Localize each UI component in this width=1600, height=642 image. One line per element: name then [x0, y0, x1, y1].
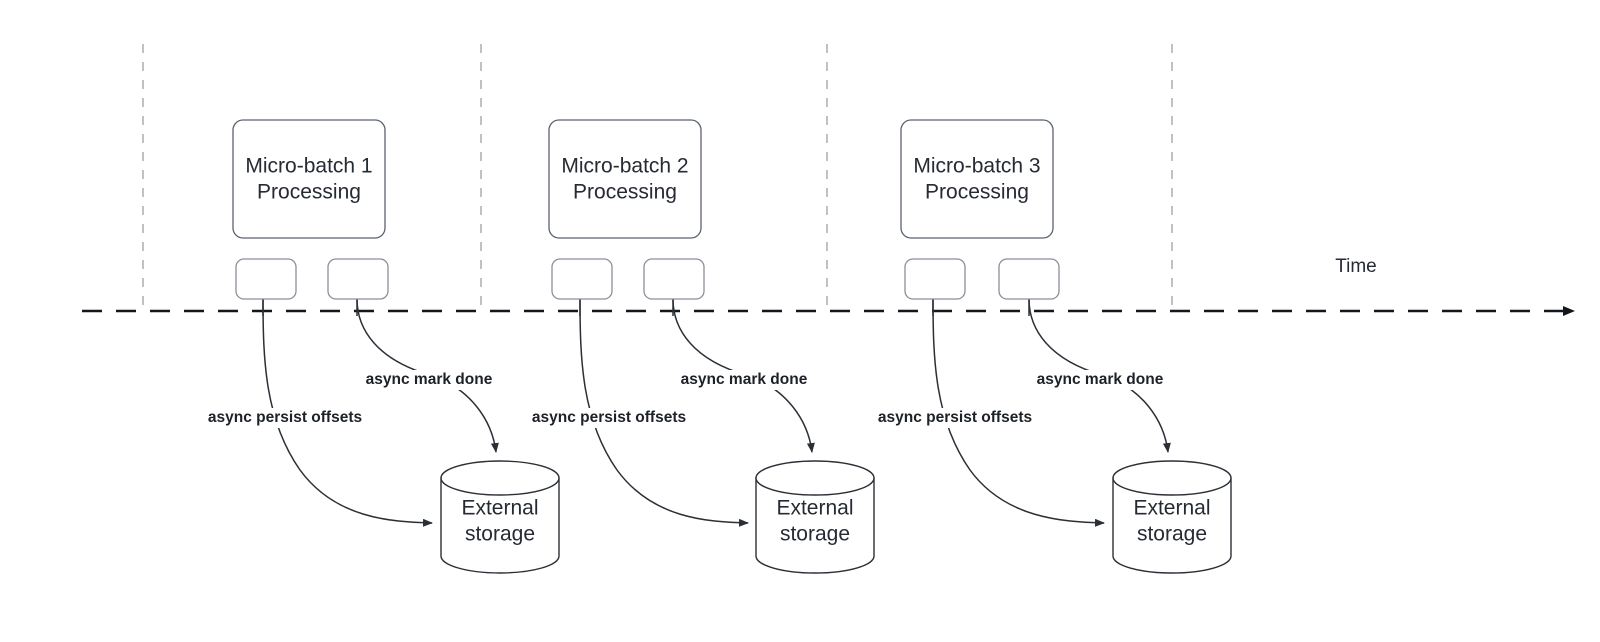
node-batch-3[interactable]: Micro-batch 3 Processing: [900, 119, 1054, 239]
edge-label-markdone-3: async mark done: [1037, 371, 1164, 388]
cylinder-top-storage-3: [1112, 460, 1232, 496]
gridlines-group: [142, 44, 1173, 311]
cylinder-top-storage-1: [440, 460, 560, 496]
edge-label-backdrop-persist-2: [518, 408, 700, 428]
node-label-line1-batch-3: Micro-batch 3: [913, 155, 1040, 178]
edge-label-backdrop-persist-3: [864, 408, 1046, 428]
tick-box-tick-1b[interactable]: [327, 258, 389, 300]
node-label-line1-batch-2: Micro-batch 2: [561, 155, 688, 178]
edge-label-backdrop-markdone-1: [364, 370, 494, 390]
node-storage-2[interactable]: External storage: [755, 460, 875, 574]
edge-label-backdrop-persist-1: [194, 408, 376, 428]
edge-label-persist-1: async persist offsets: [208, 409, 362, 426]
tick-box-tick-1a[interactable]: [235, 258, 297, 300]
storage-label-line2-storage-3: storage: [1137, 523, 1207, 546]
storage-label-line2-storage-2: storage: [780, 523, 850, 546]
node-label-line2-batch-2: Processing: [573, 181, 677, 204]
tick-box-tick-2b[interactable]: [643, 258, 705, 300]
tick-box-tick-3b[interactable]: [998, 258, 1060, 300]
node-box-batch-1[interactable]: [232, 119, 386, 239]
cylinder-body-storage-3[interactable]: [1112, 477, 1232, 574]
node-storage-1[interactable]: External storage: [440, 460, 560, 574]
storage-label-line1-storage-2: External: [776, 497, 853, 520]
cylinder-body-storage-1[interactable]: [440, 477, 560, 574]
edge-label-backdrop-markdone-3: [1035, 370, 1165, 390]
node-batch-1[interactable]: Micro-batch 1 Processing: [232, 119, 386, 239]
cylinder-top-storage-2: [755, 460, 875, 496]
node-storage-3[interactable]: External storage: [1112, 460, 1232, 574]
edge-label-persist-3: async persist offsets: [878, 409, 1032, 426]
edge-labels-group: async persist offsets async mark done asyn…: [194, 370, 1165, 428]
edges-group: [262, 298, 1171, 527]
edge-persist-1: [262, 298, 433, 527]
node-label-line1-batch-1: Micro-batch 1: [245, 155, 372, 178]
node-label-line2-batch-1: Processing: [257, 181, 361, 204]
edge-label-markdone-1: async mark done: [366, 371, 493, 388]
node-box-batch-3[interactable]: [900, 119, 1054, 239]
node-box-batch-2[interactable]: [548, 119, 702, 239]
cylinder-body-storage-2[interactable]: [755, 477, 875, 574]
storage-label-line1-storage-3: External: [1133, 497, 1210, 520]
tick-box-tick-3a[interactable]: [904, 258, 966, 300]
storage-label-line1-storage-1: External: [461, 497, 538, 520]
tick-box-tick-2a[interactable]: [551, 258, 613, 300]
edge-label-markdone-2: async mark done: [681, 371, 808, 388]
edge-persist-3: [932, 298, 1105, 527]
node-label-line2-batch-3: Processing: [925, 181, 1029, 204]
storage-label-line2-storage-1: storage: [465, 523, 535, 546]
edge-label-persist-2: async persist offsets: [532, 409, 686, 426]
edge-persist-2: [579, 298, 749, 527]
node-batch-2[interactable]: Micro-batch 2 Processing: [548, 119, 702, 239]
edge-label-backdrop-markdone-2: [679, 370, 809, 390]
time-axis-label: Time: [1335, 256, 1377, 277]
